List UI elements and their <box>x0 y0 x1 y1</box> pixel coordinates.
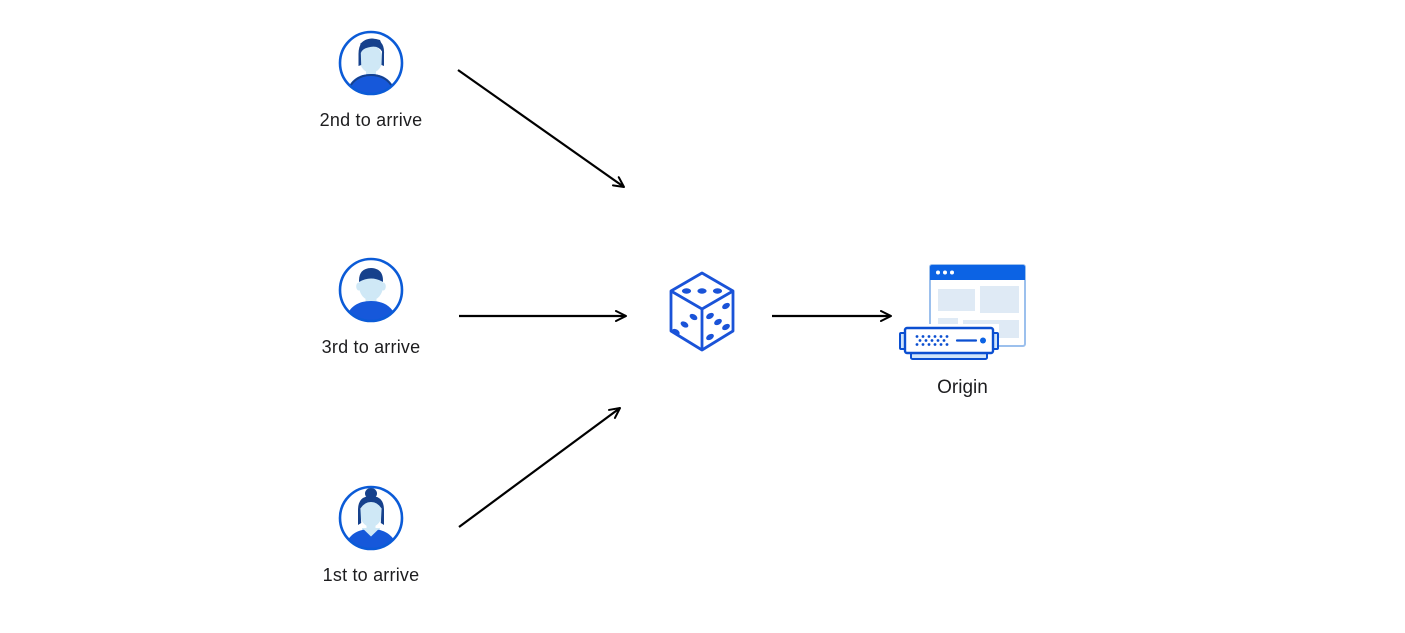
client-label-1st-to-arrive: 1st to arrive <box>322 565 420 585</box>
server-icon <box>899 326 999 360</box>
dice-node <box>667 270 737 354</box>
arrow-2nd-to-dice <box>457 69 625 188</box>
origin-label: Origin <box>937 377 988 398</box>
origin-node: Origin <box>895 262 1030 399</box>
client-label-3rd-to-arrive: 3rd to arrive <box>321 337 421 357</box>
woman-bun-avatar-icon <box>338 485 404 551</box>
client-node-1st-to-arrive: 1st to arrive <box>301 485 441 586</box>
arrow-1st-to-dice <box>458 407 621 528</box>
client-node-3rd-to-arrive: 3rd to arrive <box>301 257 441 358</box>
client-label-2nd-to-arrive: 2nd to arrive <box>319 110 423 130</box>
origin-server-browser-icon <box>898 264 1026 362</box>
man-crop-avatar-icon <box>338 257 404 323</box>
man-quiff-avatar-icon <box>338 30 404 96</box>
client-node-2nd-to-arrive: 2nd to arrive <box>301 30 441 131</box>
dice-icon <box>669 271 735 352</box>
